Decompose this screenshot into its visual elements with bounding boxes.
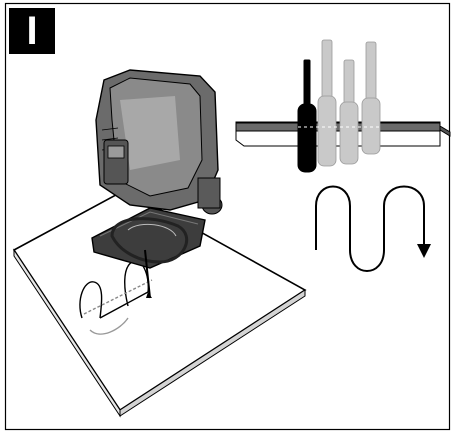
panel-label: I — [26, 9, 38, 53]
serpentine-arrow-icon — [315, 185, 431, 272]
blade-position-sequence-icon — [235, 39, 451, 173]
panel-label-badge: I — [9, 8, 55, 54]
panel-border — [4, 2, 451, 431]
workpiece-board-icon — [12, 189, 307, 418]
jigsaw-icon — [91, 69, 223, 299]
